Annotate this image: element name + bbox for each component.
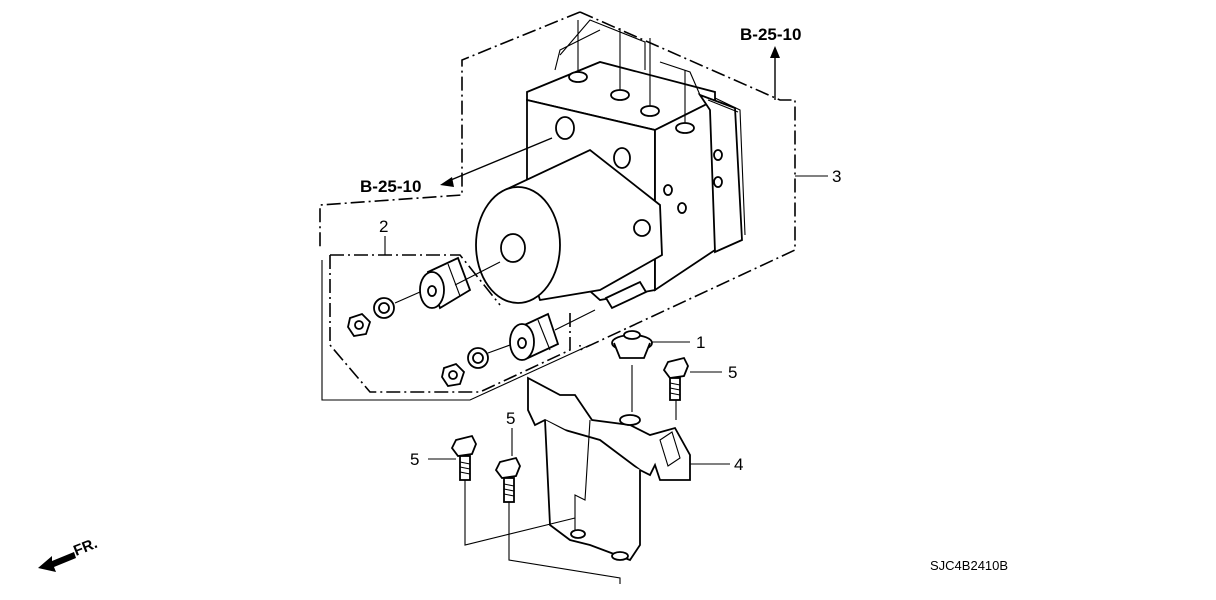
kit-2-frame [321,260,591,401]
mount-bushing-upper [419,256,472,310]
grommet [611,330,653,412]
ref-arrow-left [440,137,553,187]
assembly-3-boundary [319,11,796,352]
bracket [527,376,691,562]
nut-lower [441,362,466,387]
front-label: FR. [71,535,100,560]
nut-upper [347,312,372,337]
front-arrow-icon [38,552,76,572]
callout-5-right: 5 [728,363,737,382]
washer-upper [373,297,395,319]
flange-bolt-right [662,356,689,420]
callout-1: 1 [696,333,705,352]
ref-label-top: B-25-10 [740,25,801,44]
callout-5-left: 5 [410,450,419,469]
flange-bolt-left [450,434,576,546]
kit-2-axis [394,261,596,354]
callout-2: 2 [379,217,388,236]
ref-arrow-top [770,46,780,100]
callout-5-middle: 5 [506,409,515,428]
modulator-unit [475,19,746,310]
callout-3: 3 [832,167,841,186]
mount-bushing-lower [509,312,560,361]
callout-4: 4 [734,455,743,474]
ref-label-left: B-25-10 [360,177,421,196]
washer-lower [467,347,489,369]
flange-bolt-middle [494,456,621,584]
diagram-code: SJC4B2410B [930,558,1008,573]
kit-2-boundary [329,254,571,393]
